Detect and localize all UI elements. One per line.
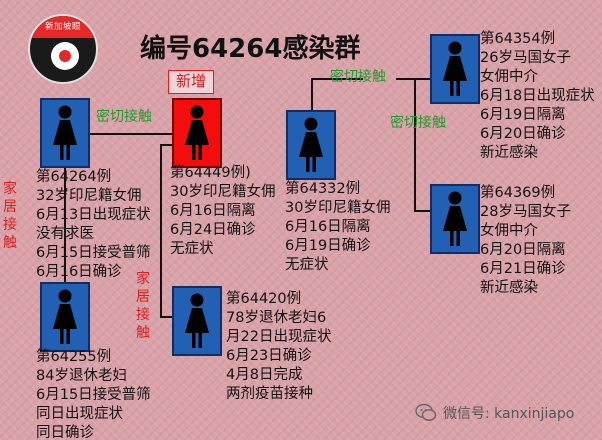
eye-icon: [51, 42, 79, 70]
woman-icon: [185, 105, 209, 160]
case-line: 4月8日完成: [226, 367, 303, 383]
case-64264-info: 第64264例 32岁印尼籍女佣 6月13日出现症状 没有求医 6月15日接受普…: [36, 168, 151, 282]
close-contact-label: 密切接触: [390, 115, 446, 131]
woman-icon: [299, 117, 323, 172]
case-64420-info: 第64420例 78岁退休老妇6 月22日出现症状 6月23日确诊 4月8日完成…: [226, 290, 331, 404]
case-64332-info: 第64332例 30岁印尼籍女佣 6月16日隔离 6月19日确诊 无症状: [285, 180, 390, 275]
close-contact-label: 密切接触: [330, 69, 386, 85]
case-line: 没有求医: [36, 226, 94, 242]
case-line: 30岁印尼籍女佣: [170, 184, 276, 200]
case-line: 6月21日确诊: [480, 261, 566, 277]
case-64369-box: [430, 184, 480, 254]
woman-icon: [443, 41, 467, 96]
woman-icon: [185, 293, 209, 348]
case-number: 第64332例: [285, 181, 361, 197]
case-line: 28岁马国女子: [480, 204, 571, 220]
close-contact-label: 密切接触: [96, 109, 152, 125]
connector-64332-top: [311, 78, 363, 80]
case-number: 第64354例: [480, 31, 556, 47]
case-line: 6月16日隔离: [285, 219, 371, 235]
case-line: 6月20日确诊: [480, 126, 566, 142]
connector-64449-64420-vertical: [160, 144, 162, 316]
case-line: 26岁马国女子: [480, 50, 571, 66]
case-64449-info: 第64449例) 30岁印尼籍女佣 6月16日隔离 6月24日确诊 无症状: [170, 164, 275, 259]
new-case-tag: 新增: [168, 70, 214, 94]
case-number: 第64449例): [170, 165, 251, 181]
case-line: 6月15日接受普筛: [36, 387, 151, 403]
case-line: 女佣中介: [480, 69, 538, 85]
wechat-id: 微信号: kanxinjiapo: [443, 406, 575, 422]
connector-64264-64255-vertical: [64, 168, 66, 282]
case-line: 新近感染: [480, 145, 538, 161]
case-number: 第64264例: [36, 169, 112, 185]
case-line: 女佣中介: [480, 223, 538, 239]
case-line: 30岁印尼籍女佣: [285, 200, 391, 216]
case-line: 同日出现症状: [36, 406, 123, 422]
case-line: 6月19日确诊: [285, 238, 371, 254]
woman-icon: [443, 191, 467, 246]
case-line: 78岁退休老妇6: [226, 310, 327, 326]
logo-text: 新加坡眼: [30, 16, 96, 38]
page-title: 编号64264感染群: [140, 34, 361, 64]
case-line: 6月24日确诊: [170, 222, 256, 238]
case-line: 84岁退休老妇: [36, 368, 127, 384]
logo: 新加坡眼: [28, 14, 98, 84]
case-64255-info: 第64255例 84岁退休老妇 6月15日接受普筛 同日出现症状 同日确诊: [36, 348, 151, 440]
case-line: 新近感染: [480, 280, 538, 296]
case-line: 无症状: [170, 241, 214, 257]
wechat-icon: [415, 403, 437, 421]
case-line: 6月23日确诊: [226, 348, 312, 364]
case-64369-info: 第64369例 28岁马国女子 女佣中介 6月20日隔离 6月21日确诊 新近感…: [480, 184, 571, 298]
case-64354-box: [430, 34, 480, 104]
household-contact-label: 家居接触: [3, 181, 17, 251]
connector-64449-branch-top: [160, 144, 172, 146]
case-64420-box: [172, 286, 222, 356]
case-line: 月22日出现症状: [226, 329, 332, 345]
case-line: 6月16日确诊: [36, 264, 122, 280]
case-64332-box: [286, 110, 336, 180]
case-number: 第64255例: [36, 349, 112, 365]
case-line: 同日确诊: [36, 425, 94, 440]
woman-icon: [53, 289, 77, 344]
connector-64449-64420-horizontal: [160, 316, 172, 318]
wechat-watermark: 微信号: kanxinjiapo: [415, 402, 574, 424]
connector-to-64354: [396, 78, 430, 80]
household-contact-label: 家居接触: [136, 271, 150, 341]
case-line: 两剂疫苗接种: [226, 386, 313, 402]
case-line: 32岁印尼籍女佣: [36, 188, 142, 204]
case-64255-box: [40, 282, 90, 352]
case-number: 第64420例: [226, 291, 302, 307]
woman-icon: [53, 105, 77, 160]
connector-64264-64449: [90, 133, 172, 135]
connector-to-64369: [414, 210, 430, 212]
case-number: 第64369例: [480, 185, 556, 201]
case-64354-info: 第64354例 26岁马国女子 女佣中介 6月18日出现症状 6月19日隔离 6…: [480, 30, 595, 163]
case-line: 6月15日接受普筛: [36, 245, 151, 261]
case-64264-box: [40, 98, 90, 168]
case-line: 6月19日隔离: [480, 107, 566, 123]
connector-64354-64369-vertical: [414, 78, 416, 212]
connector-64332-up: [311, 78, 313, 112]
case-line: 6月18日出现症状: [480, 88, 595, 104]
case-64449-box: [172, 98, 222, 168]
case-line: 6月16日隔离: [170, 203, 256, 219]
case-line: 6月13日出现症状: [36, 207, 151, 223]
case-line: 无症状: [285, 257, 329, 273]
case-line: 6月20日隔离: [480, 242, 566, 258]
